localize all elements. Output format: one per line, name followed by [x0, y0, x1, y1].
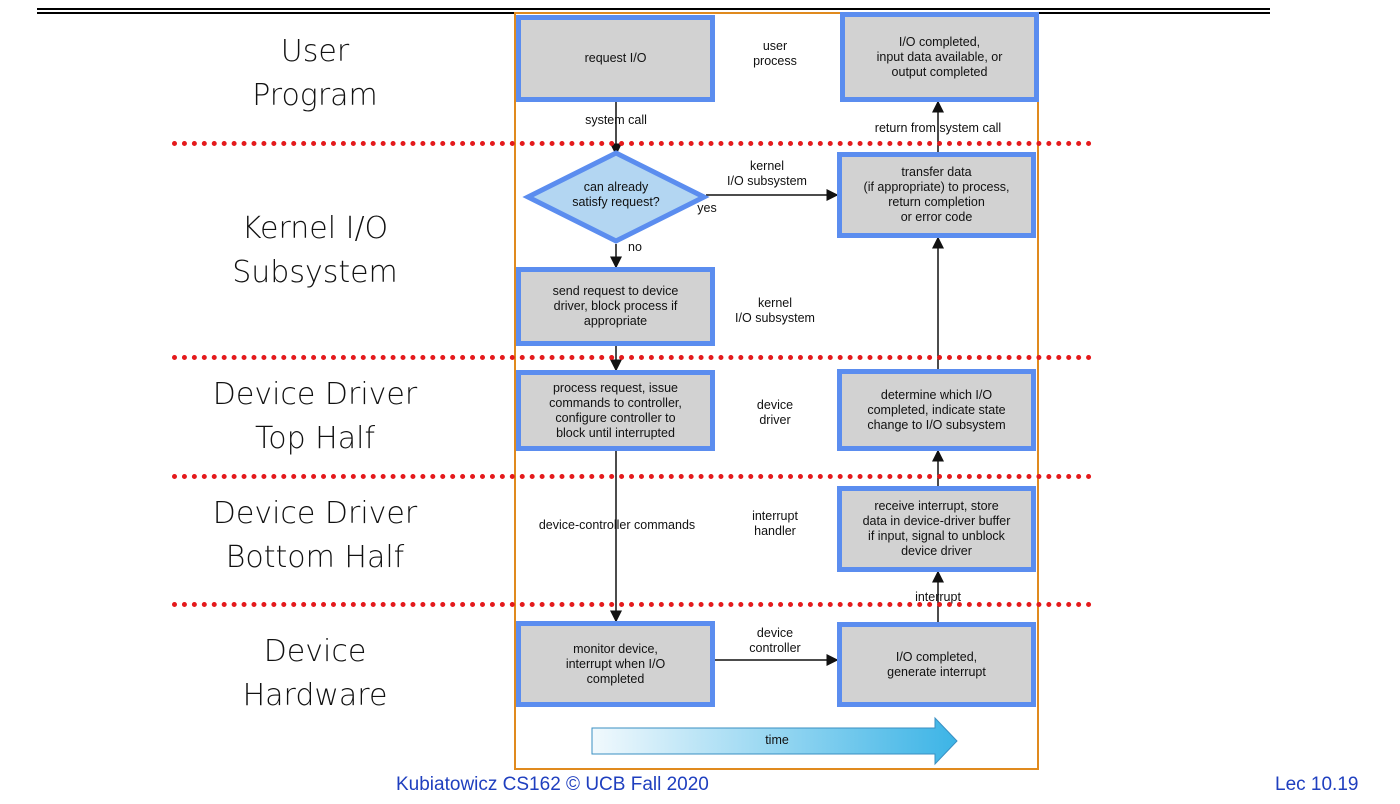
layer-label-line: Device	[263, 634, 367, 669]
layer-label-line: Device Driver	[212, 496, 418, 531]
layer-label-line: Kernel I/O	[241, 211, 389, 246]
layer-label-driver-bottom: Device Driver Bottom Half	[180, 492, 450, 580]
footer-course: Kubiatowicz CS162 © UCB Fall 2020	[396, 774, 709, 795]
box-text: transfer data (if appropriate) to proces…	[863, 165, 1010, 224]
note-device-controller: device controller	[749, 626, 801, 655]
box-receive-interrupt: receive interrupt, store data in device-…	[837, 486, 1036, 572]
box-io-completed-user: I/O completed, input data available, or …	[840, 12, 1039, 102]
note-interrupt-handler: interrupt handler	[752, 509, 798, 538]
label-system-call: system call	[585, 113, 647, 127]
box-text: receive interrupt, store data in device-…	[862, 499, 1011, 558]
box-send-request: send request to device driver, block pro…	[516, 267, 715, 346]
layer-divider	[172, 474, 1092, 479]
box-monitor-device: monitor device, interrupt when I/O compl…	[516, 621, 715, 707]
layer-label-driver-top: Device Driver Top Half	[180, 373, 450, 461]
layer-label-device-hardware: Device Hardware	[180, 630, 450, 718]
layer-label-line: Hardware	[242, 678, 388, 713]
layer-label-line: Bottom Half	[225, 540, 405, 575]
time-label: time	[765, 733, 789, 747]
layer-label-line: Program	[252, 78, 378, 113]
box-text: request I/O	[584, 51, 647, 65]
layer-label-line: User	[280, 34, 350, 69]
label-interrupt: interrupt	[915, 590, 961, 604]
layer-label-line: Device Driver	[212, 377, 418, 412]
layer-divider	[172, 602, 1092, 607]
label-return-from-system-call: return from system call	[874, 121, 1002, 135]
label-yes: yes	[697, 201, 717, 215]
box-io-completed-hw: I/O completed, generate interrupt	[837, 622, 1036, 707]
label-no: no	[628, 240, 642, 254]
decision-diamond	[522, 150, 710, 244]
box-text: I/O completed, generate interrupt	[887, 649, 986, 679]
note-user-process: user process	[753, 39, 797, 68]
note-kernel-io-1: kernel I/O subsystem	[727, 159, 807, 188]
layer-label-user-program: User Program	[180, 30, 450, 118]
layer-label-line: Top Half	[255, 421, 375, 456]
box-determine-io: determine which I/O completed, indicate …	[837, 369, 1036, 451]
time-arrow	[591, 716, 958, 766]
layer-divider	[172, 141, 1092, 146]
box-text: monitor device, interrupt when I/O compl…	[565, 641, 666, 686]
top-rule	[37, 8, 1270, 10]
note-device-driver: device driver	[756, 398, 794, 427]
layer-label-line: Subsystem	[232, 255, 398, 290]
footer-lecture-number: Lec 10.19	[1275, 774, 1359, 795]
label-device-controller-commands: device-controller commands	[538, 518, 696, 532]
box-text: process request, issue commands to contr…	[549, 380, 682, 440]
box-transfer-data: transfer data (if appropriate) to proces…	[837, 152, 1036, 238]
box-text: I/O completed, input data available, or …	[876, 34, 1003, 79]
box-text: send request to device driver, block pro…	[552, 284, 679, 328]
layer-divider	[172, 355, 1092, 360]
note-kernel-io-2: kernel I/O subsystem	[735, 296, 815, 325]
box-request-io: request I/O	[516, 15, 715, 102]
box-text: determine which I/O completed, indicate …	[867, 387, 1006, 432]
decision-text: can already satisfy request?	[572, 180, 660, 209]
layer-label-kernel-io: Kernel I/O Subsystem	[180, 207, 450, 295]
box-process-request: process request, issue commands to contr…	[516, 370, 715, 451]
